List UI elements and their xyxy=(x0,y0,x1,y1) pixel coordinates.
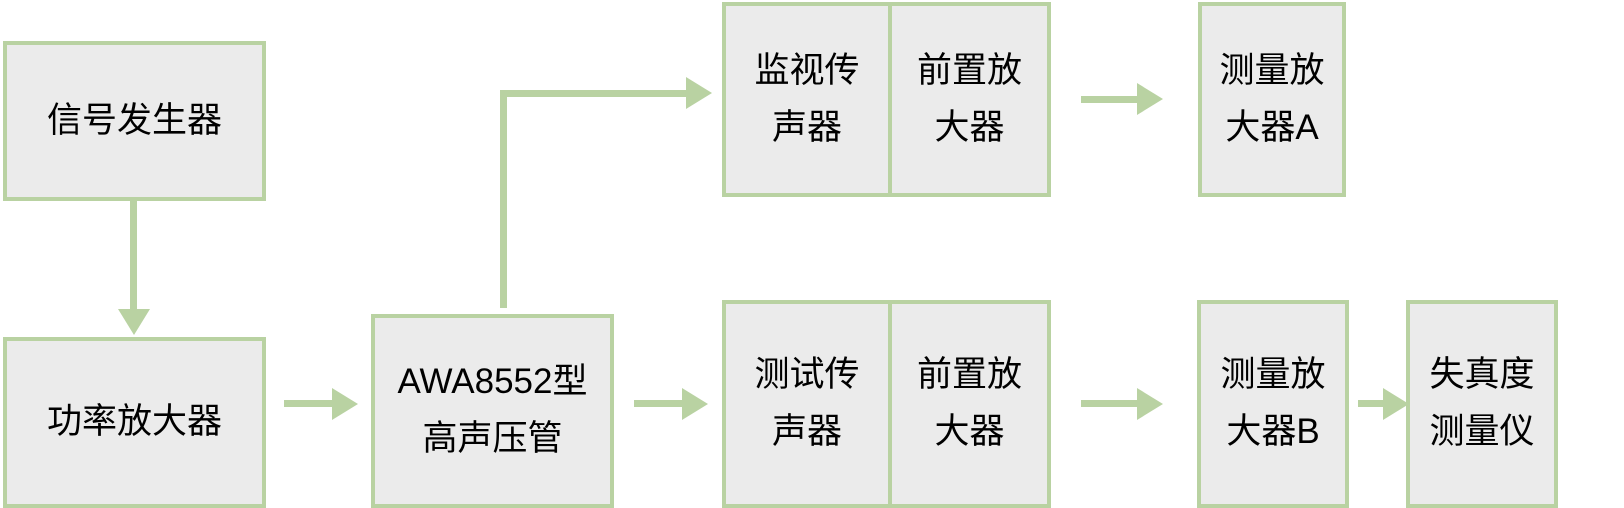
arrowhead-awa8552-to-test-microphone xyxy=(682,388,708,420)
arrowhead-signal-generator-to-power-amplifier xyxy=(118,309,150,335)
node-preamplifier-test[interactable]: 前置放 大器 xyxy=(892,300,1051,508)
node-preamplifier-monitor-line-1: 前置放 xyxy=(916,50,1022,90)
node-preamplifier-monitor-line-2: 大器 xyxy=(934,107,1005,147)
node-test-microphone-line-1: 测试传 xyxy=(754,355,860,395)
connector-awa8552-to-test-microphone-shaft xyxy=(634,400,684,407)
node-measuring-amplifier-b-line-1: 测量放 xyxy=(1220,355,1326,395)
node-signal-generator[interactable]: 信号发生器 xyxy=(3,41,266,201)
node-measuring-amplifier-a-line-1: 测量放 xyxy=(1219,50,1325,90)
node-monitor-microphone-line-2: 声器 xyxy=(771,107,842,147)
node-measuring-amplifier-a[interactable]: 测量放 大器A xyxy=(1198,2,1346,197)
arrowhead-preamplifier-test-to-measuring-amplifier-b xyxy=(1137,388,1163,420)
node-test-microphone[interactable]: 测试传 声器 xyxy=(722,300,892,508)
node-awa8552-line-2: 高声压管 xyxy=(422,419,563,458)
node-measuring-amplifier-a-line-2: 大器A xyxy=(1225,107,1319,147)
node-preamplifier-monitor[interactable]: 前置放 大器 xyxy=(892,2,1051,197)
node-awa8552-line-1: AWA8552型 xyxy=(397,362,588,402)
node-power-amplifier[interactable]: 功率放大器 xyxy=(3,337,266,508)
node-signal-generator-line-1: 信号发生器 xyxy=(46,100,222,140)
connector-awa8552-to-monitor-microphone-run xyxy=(500,90,688,97)
node-monitor-microphone[interactable]: 监视传 声器 xyxy=(722,2,892,197)
node-distortion-meter-line-1: 失真度 xyxy=(1429,355,1535,395)
node-measuring-amplifier-b[interactable]: 测量放 大器B xyxy=(1197,300,1349,508)
node-preamplifier-test-line-2: 大器 xyxy=(934,412,1005,451)
node-distortion-meter-line-2: 测量仪 xyxy=(1429,412,1535,451)
node-test-microphone-line-2: 声器 xyxy=(771,412,842,451)
node-awa8552-high-sound-pressure-tube[interactable]: AWA8552型 高声压管 xyxy=(371,314,614,508)
connector-measuring-amplifier-b-to-distortion-meter-shaft xyxy=(1358,400,1386,407)
connector-preamplifier-monitor-to-measuring-amplifier-a-shaft xyxy=(1081,96,1139,103)
connector-preamplifier-test-to-measuring-amplifier-b-shaft xyxy=(1081,400,1139,407)
connector-awa8552-to-monitor-microphone-riser xyxy=(500,90,507,308)
connector-power-amplifier-to-awa8552-shaft xyxy=(284,400,334,407)
node-power-amplifier-line-1: 功率放大器 xyxy=(46,402,222,442)
node-monitor-microphone-line-1: 监视传 xyxy=(754,50,860,90)
arrowhead-preamplifier-monitor-to-measuring-amplifier-a xyxy=(1137,83,1163,115)
arrowhead-awa8552-to-monitor-microphone xyxy=(686,77,712,109)
arrowhead-power-amplifier-to-awa8552 xyxy=(332,388,358,420)
arrowhead-measuring-amplifier-b-to-distortion-meter xyxy=(1383,388,1409,420)
connector-signal-generator-to-power-amplifier-shaft xyxy=(130,201,137,311)
node-measuring-amplifier-b-line-2: 大器B xyxy=(1226,412,1320,451)
node-distortion-meter[interactable]: 失真度 测量仪 xyxy=(1406,300,1558,508)
node-preamplifier-test-line-1: 前置放 xyxy=(916,355,1022,395)
